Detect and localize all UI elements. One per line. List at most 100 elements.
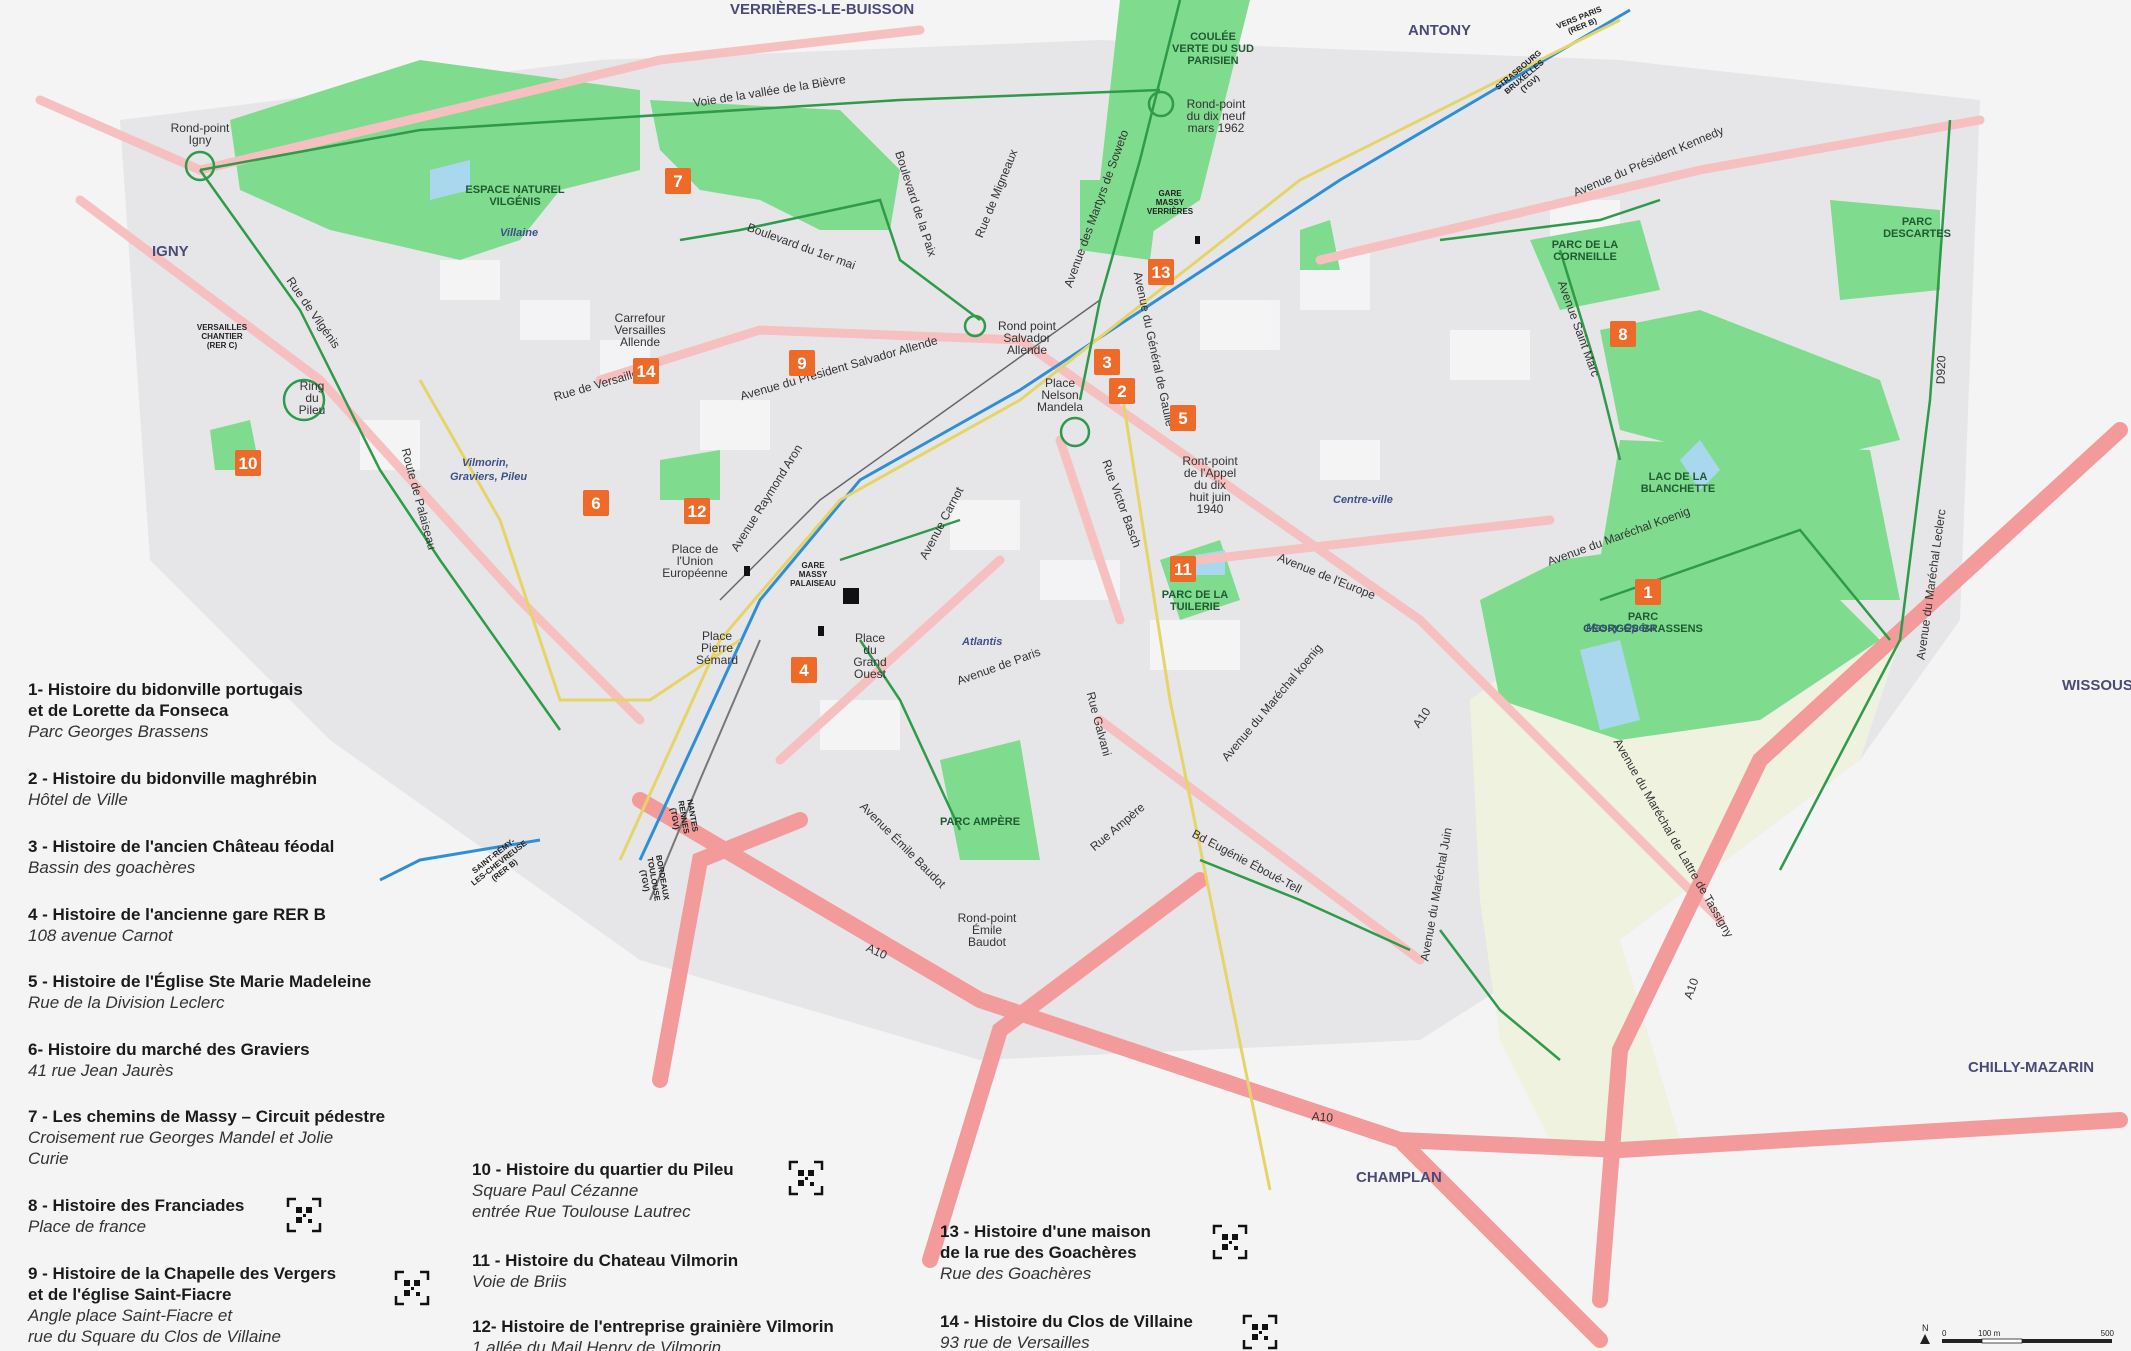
rail-label: NANTESRENNES(TGV) bbox=[667, 798, 699, 836]
legend-item-location: Hôtel de Ville bbox=[28, 790, 128, 809]
poi-marker-5[interactable]: 5 bbox=[1170, 405, 1196, 431]
qr-code-icon[interactable] bbox=[788, 1160, 824, 1196]
legend-item-title: 6- Histoire du marché des Graviers bbox=[28, 1040, 310, 1059]
road-label: A10 bbox=[1311, 1109, 1334, 1125]
poi-marker-2[interactable]: 2 bbox=[1109, 378, 1135, 404]
poi-marker-12[interactable]: 12 bbox=[684, 498, 710, 524]
green-areas bbox=[210, 0, 1940, 860]
poi-marker-number: 7 bbox=[673, 172, 682, 191]
legend-item-title: 14 - Histoire du Clos de Villaine bbox=[940, 1312, 1193, 1331]
poi-marker-number: 9 bbox=[797, 354, 806, 373]
poi-marker-1[interactable]: 1 bbox=[1635, 579, 1661, 605]
poi-marker-number: 12 bbox=[688, 502, 707, 521]
station-small bbox=[818, 626, 824, 636]
quarter-label: Atlantis bbox=[961, 636, 1002, 648]
legend-item-5: 5 - Histoire de l'Église Ste Marie Madel… bbox=[28, 971, 448, 1013]
quarter-label: Villaine bbox=[500, 227, 538, 239]
quarter-label: Vilmorin, bbox=[462, 457, 509, 469]
town-label: CHAMPLAN bbox=[1356, 1169, 1442, 1186]
scale-end: 500 bbox=[2101, 1329, 2115, 1338]
poi-marker-number: 14 bbox=[637, 362, 656, 381]
legend-item-title: 9 - Histoire de la Chapelle des Vergers bbox=[28, 1264, 337, 1283]
poi-marker-3[interactable]: 3 bbox=[1094, 349, 1120, 375]
road-label: A10 bbox=[1681, 976, 1702, 1001]
legend-item-location: Croisement rue Georges Mandel et Jolie bbox=[28, 1128, 334, 1147]
legend-item-title: 3 - Histoire de l'ancien Château féodal bbox=[28, 837, 335, 856]
north-arrow-letter: N bbox=[1922, 1323, 1929, 1333]
legend-item-location: Square Paul Cézanne bbox=[472, 1181, 639, 1200]
legend-item-location: Voie de Briis bbox=[472, 1272, 567, 1291]
north-arrow-icon bbox=[1920, 1334, 1930, 1344]
road-label: D920 bbox=[1934, 355, 1949, 384]
legend-item-location: 93 rue de Versailles bbox=[940, 1333, 1090, 1351]
scale-zero: 0 bbox=[1942, 1329, 1947, 1338]
legend-item-title: 13 - Histoire d'une maison bbox=[940, 1222, 1151, 1241]
legend-item-location: Place de france bbox=[28, 1217, 147, 1236]
poi-marker-number: 10 bbox=[239, 454, 258, 473]
scale-mid: 100 m bbox=[1978, 1329, 2001, 1338]
legend-item-title: 11 - Histoire du Chateau Vilmorin bbox=[472, 1251, 739, 1270]
legend-item-12: 12- Histoire de l'entreprise grainière V… bbox=[472, 1316, 892, 1351]
poi-marker-7[interactable]: 7 bbox=[665, 168, 691, 194]
qr-code-icon[interactable] bbox=[286, 1197, 322, 1233]
roundabouts bbox=[184, 90, 1175, 448]
legend-item-title: et de Lorette da Fonseca bbox=[28, 701, 229, 720]
poi-marker-14[interactable]: 14 bbox=[633, 358, 659, 384]
scale-bar: N 0 100 m 500 bbox=[1918, 1322, 2118, 1346]
legend-item-4: 4 - Histoire de l'ancienne gare RER B 108… bbox=[28, 904, 448, 946]
qr-code-icon[interactable] bbox=[1212, 1224, 1248, 1260]
quarter-labels: Villaine Vilmorin, Graviers, Pileu Centr… bbox=[450, 227, 1655, 648]
legend-item-location: Rue de la Division Leclerc bbox=[28, 993, 225, 1012]
poi-marker-10[interactable]: 10 bbox=[235, 450, 261, 476]
poi-marker-13[interactable]: 13 bbox=[1148, 259, 1174, 285]
quarter-label: Graviers, Pileu bbox=[450, 471, 527, 483]
legend-item-title: 12- Histoire de l'entreprise grainière V… bbox=[472, 1317, 834, 1336]
legend-item-location: Angle place Saint-Fiacre et bbox=[28, 1306, 233, 1325]
qr-code-icon[interactable] bbox=[394, 1270, 430, 1306]
poi-marker-9[interactable]: 9 bbox=[789, 350, 815, 376]
poi-marker-11[interactable]: 11 bbox=[1170, 556, 1196, 582]
poi-marker-number: 11 bbox=[1174, 560, 1192, 579]
legend-item-title: 10 - Histoire du quartier du Pileu bbox=[472, 1160, 734, 1179]
station-markers bbox=[744, 236, 1200, 636]
poi-marker-number: 3 bbox=[1102, 353, 1111, 372]
legend-item-title: 1- Histoire du bidonville portugais bbox=[28, 680, 303, 699]
town-label: VERRIÈRES-LE-BUISSON bbox=[730, 1, 914, 18]
legend-item-location: 108 avenue Carnot bbox=[28, 926, 173, 945]
quarter-label: Massy-Opéra bbox=[1586, 622, 1655, 634]
legend-item-title: et de l'église Saint-Fiacre bbox=[28, 1285, 232, 1304]
poi-marker-8[interactable]: 8 bbox=[1610, 321, 1636, 347]
legend-item-location: entrée Rue Toulouse Lautrec bbox=[472, 1202, 691, 1221]
legend-item-title: 8 - Histoire des Franciades bbox=[28, 1196, 245, 1215]
qr-code-icon[interactable] bbox=[1242, 1314, 1278, 1350]
legend-item-title: 4 - Histoire de l'ancienne gare RER B bbox=[28, 905, 326, 924]
town-label: WISSOUS bbox=[2062, 677, 2131, 694]
roads bbox=[35, 25, 1985, 965]
poi-marker-4[interactable]: 4 bbox=[791, 657, 817, 683]
poi-marker-6[interactable]: 6 bbox=[583, 490, 609, 516]
station-massy-palaiseau bbox=[843, 588, 859, 604]
